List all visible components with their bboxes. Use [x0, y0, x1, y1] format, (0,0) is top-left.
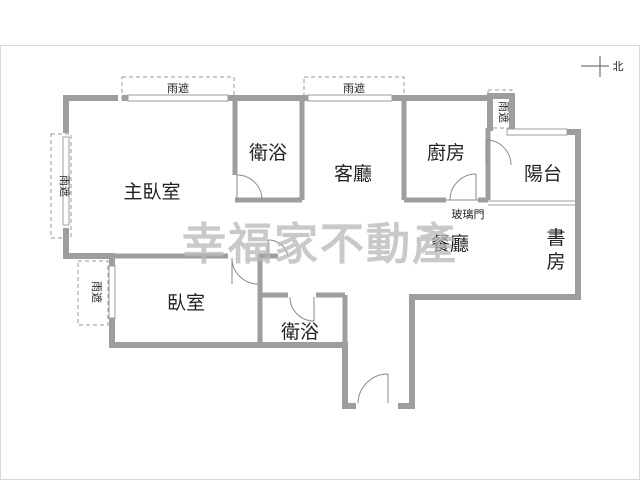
rain-shelters	[50, 76, 513, 326]
rain-shelter-left-lower	[77, 260, 109, 326]
window-living-top	[307, 94, 393, 102]
window-master-left	[62, 136, 70, 226]
door-master-arc	[267, 239, 289, 257]
door-balcony-arc	[485, 139, 512, 166]
room-study-char-2: 房	[546, 251, 565, 273]
room-master-bedroom: 主臥室	[123, 181, 180, 203]
room-dining: 餐廳	[431, 233, 469, 255]
rain-shelter-label-left-lower: 雨遮	[90, 281, 104, 303]
glass-door-label: 玻璃門	[452, 207, 485, 221]
room-bedroom: 臥室	[167, 292, 205, 314]
room-kitchen: 廚房	[427, 141, 465, 164]
room-bath-bottom: 衛浴	[281, 321, 319, 343]
north-indicator: 北	[581, 56, 624, 77]
doors	[231, 139, 512, 405]
rain-shelter-label-left: 雨遮	[58, 175, 72, 197]
rain-shelter-label-top-mid: 雨遮	[343, 81, 365, 95]
room-study-char-1: 書	[546, 227, 565, 249]
window-master-top	[127, 94, 229, 102]
door-bath-top-arc	[236, 174, 263, 201]
window-bedroom-left	[108, 265, 116, 319]
rain-shelter-label-right: 雨遮	[497, 101, 511, 123]
room-living: 客廳	[334, 163, 372, 185]
windows	[62, 94, 568, 319]
glass-door-lines	[488, 200, 578, 206]
wall-nw	[63, 95, 118, 133]
room-balcony: 陽台	[524, 163, 562, 185]
room-study: 書 房	[546, 227, 565, 273]
door-bath2-arc	[289, 296, 315, 322]
rain-shelter-label-top-left: 雨遮	[167, 81, 189, 95]
watermark: 幸福家不動產	[182, 219, 458, 270]
door-entry-arc	[357, 373, 389, 405]
interior-walls	[112, 98, 491, 345]
room-bath-top: 衛浴	[249, 142, 287, 164]
window-balcony	[506, 128, 568, 136]
door-kitchen-arc	[449, 173, 477, 201]
north-label: 北	[613, 60, 624, 73]
